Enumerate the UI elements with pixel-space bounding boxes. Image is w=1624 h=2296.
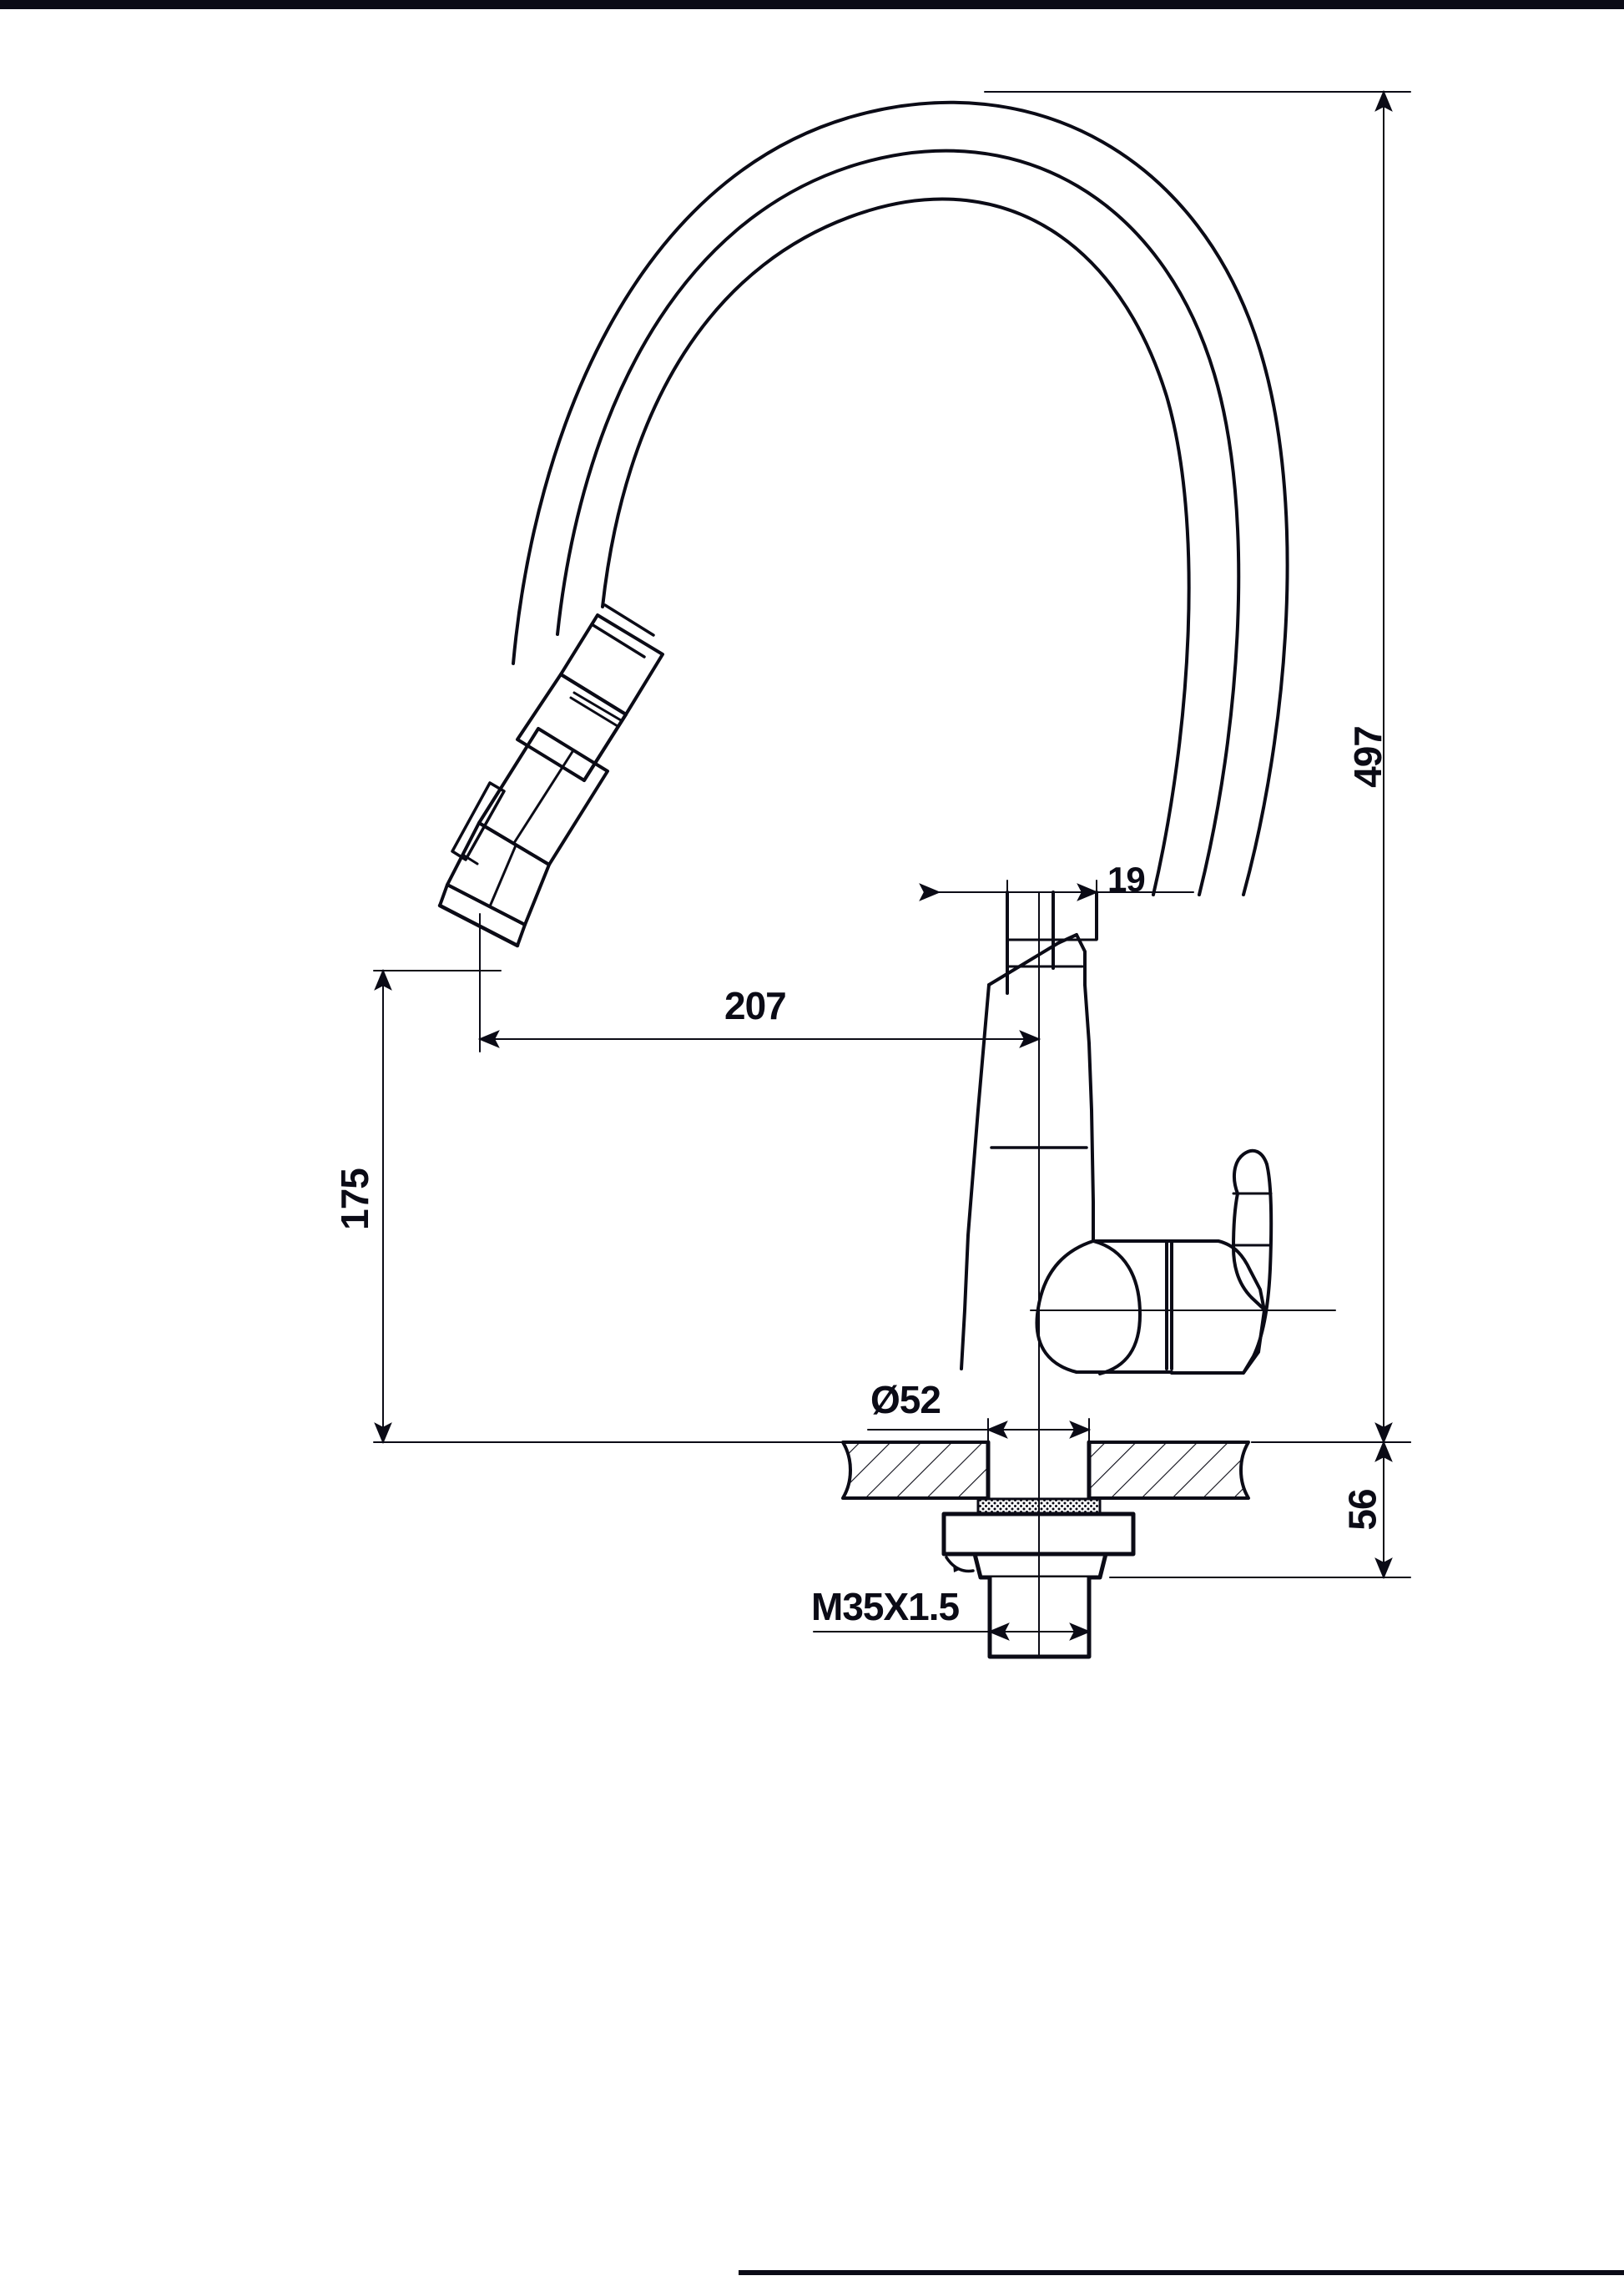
dimension-175 [373, 968, 844, 1445]
mounting-nut [972, 1552, 1108, 1580]
dimension-thread [813, 1620, 1092, 1647]
dimension-56 [1109, 1440, 1411, 1580]
dimension-207 [477, 967, 1041, 1052]
dimension-label-overall-height: 497 [1345, 726, 1389, 788]
faucet-body [960, 891, 1173, 1375]
page-bottom-border-rule [739, 2270, 1624, 2275]
dimension-label-neck-width: 19 [1107, 860, 1146, 899]
lever-handle [1165, 1148, 1273, 1375]
spray-head [437, 603, 664, 948]
dimension-label-spray-head-height: 175 [332, 1168, 376, 1230]
counter-section [834, 1440, 1250, 1501]
gooseneck-hose [512, 100, 1289, 896]
dimension-label-base-diameter: Ø52 [870, 1378, 941, 1421]
dimension-label-spout-reach: 207 [724, 984, 787, 1027]
dimension-19 [919, 880, 1194, 906]
dimension-d52 [867, 1418, 1092, 1445]
page-top-border-rule [0, 0, 1624, 9]
dimension-label-below-deck-depth: 56 [1340, 1489, 1384, 1531]
dimension-label-thread-spec: M35X1.5 [811, 1585, 960, 1628]
